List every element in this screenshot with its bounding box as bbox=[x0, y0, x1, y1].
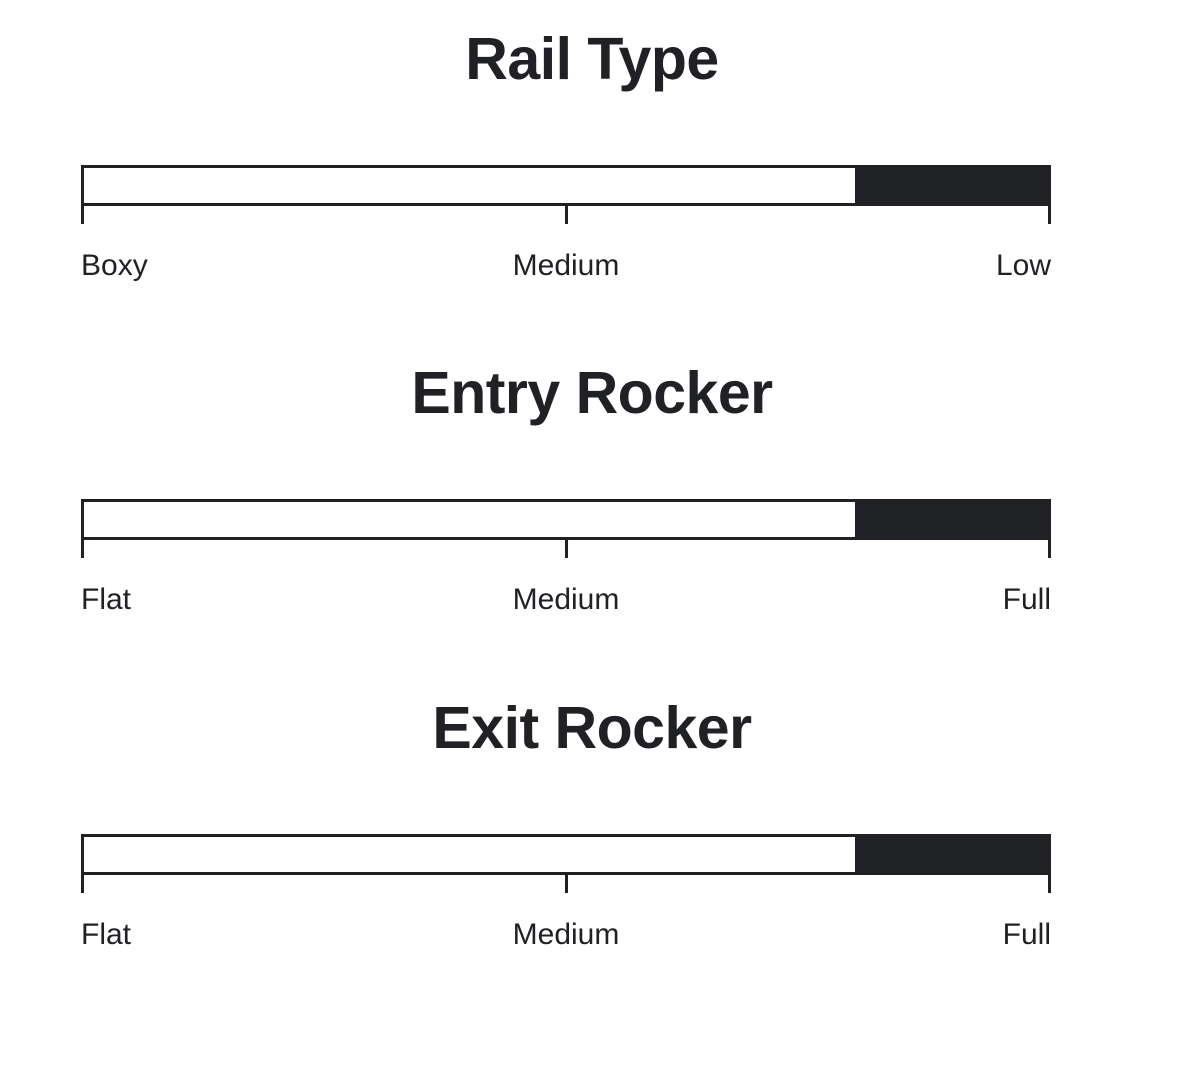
gauge-label-group: Flat Medium Full bbox=[81, 582, 1051, 618]
gauge-label-start: Boxy bbox=[81, 249, 148, 282]
gauge-label-start: Flat bbox=[81, 918, 132, 951]
gauge-meter[interactable] bbox=[81, 834, 1051, 875]
gauge-label-mid: Medium bbox=[512, 249, 620, 282]
gauge-tick-group bbox=[81, 540, 1051, 558]
gauge-tick-group bbox=[81, 206, 1051, 224]
gauge-label-group: Boxy Medium Low bbox=[81, 248, 1051, 284]
gauge-label-start: Flat bbox=[81, 583, 132, 616]
gauge-fill bbox=[855, 168, 1048, 203]
gauge-tick-start bbox=[81, 540, 84, 558]
gauge-tick-end bbox=[1048, 206, 1051, 224]
gauge-tick-mid bbox=[564, 206, 568, 224]
gauge-fill bbox=[855, 837, 1048, 872]
gauge-label-end: Full bbox=[1002, 918, 1051, 951]
gauge-title: Rail Type bbox=[465, 26, 719, 92]
gauge-section-rail-type: Rail Type Boxy Medium Low bbox=[0, 26, 1184, 282]
gauge-section-entry-rocker: Entry Rocker Flat Medium Full bbox=[0, 360, 1184, 616]
gauge-tick-group bbox=[81, 875, 1051, 893]
gauge-tick-start bbox=[81, 875, 84, 893]
gauge-label-end: Full bbox=[1002, 583, 1051, 616]
gauge-label-mid: Medium bbox=[512, 583, 620, 616]
gauge-label-group: Flat Medium Full bbox=[81, 917, 1051, 953]
gauge-section-exit-rocker: Exit Rocker Flat Medium Full bbox=[0, 695, 1184, 951]
gauge-title: Entry Rocker bbox=[411, 360, 773, 426]
gauge-meter[interactable] bbox=[81, 499, 1051, 540]
gauge-tick-start bbox=[81, 206, 84, 224]
gauge-title: Exit Rocker bbox=[432, 695, 752, 761]
gauge-tick-end bbox=[1048, 540, 1051, 558]
gauge-tick-mid bbox=[564, 540, 568, 558]
gauge-tick-mid bbox=[564, 875, 568, 893]
gauge-fill bbox=[855, 502, 1048, 537]
gauge-tick-end bbox=[1048, 875, 1051, 893]
gauge-label-end: Low bbox=[995, 249, 1051, 282]
gauge-meter[interactable] bbox=[81, 165, 1051, 206]
gauge-label-mid: Medium bbox=[512, 918, 620, 951]
